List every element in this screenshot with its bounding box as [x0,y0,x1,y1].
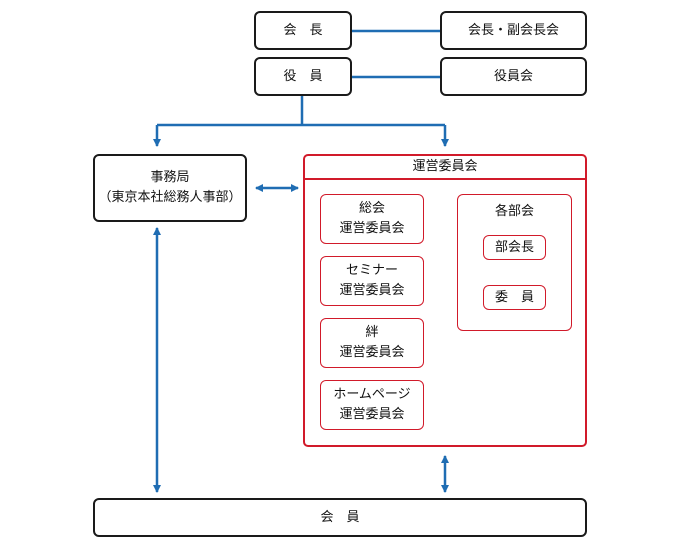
node-yakuin-kai: 役員会 [440,57,587,96]
node-soukai-unei: 総会 運営委員会 [320,194,424,244]
node-kizuna-line1: 絆 [365,325,379,340]
node-jimukyoku: 事務局 （東京本社総務人事部） [93,154,247,222]
node-kaicho-label: 会 長 [283,22,323,38]
node-homepage-line2: 運営委員会 [339,407,405,422]
node-kaiin-label: 会 員 [320,509,360,525]
node-kizuna-unei: 絆 運営委員会 [320,318,424,368]
node-soukai-line1: 総会 [358,201,385,216]
node-jimukyoku-line1: 事務局 [150,170,190,185]
node-kaicho: 会 長 [254,11,352,50]
node-soukai-line2: 運営委員会 [339,221,405,236]
node-kaiin: 会 員 [93,498,587,537]
node-seminar-line2: 運営委員会 [339,283,405,298]
node-yakuin-kai-label: 役員会 [493,68,533,84]
node-kakubukai-label: 各部会 [494,204,534,219]
node-iin: 委 員 [483,285,546,310]
node-yakuin: 役 員 [254,57,352,96]
node-homepage-unei: ホームページ 運営委員会 [320,380,424,430]
node-yakuin-label: 役 員 [283,68,323,84]
node-kaicho-fukukaicho-kai: 会長・副会長会 [440,11,587,50]
node-jimukyoku-line2: （東京本社総務人事部） [98,190,242,205]
node-seminar-line1: セミナー [345,263,398,278]
node-bukaicho-label: 部会長 [494,239,534,255]
node-bukaicho: 部会長 [483,235,546,260]
node-kakubukai: 各部会 [457,194,572,331]
node-seminar-unei: セミナー 運営委員会 [320,256,424,306]
node-iin-label: 委 員 [494,289,534,305]
node-kaicho-fukukaicho-kai-label: 会長・副会長会 [467,22,559,38]
node-unei-iinkai-divider [303,178,587,180]
node-unei-iinkai-title: 運営委員会 [412,159,478,174]
node-homepage-line1: ホームページ [333,387,411,402]
node-kizuna-line2: 運営委員会 [339,345,405,360]
